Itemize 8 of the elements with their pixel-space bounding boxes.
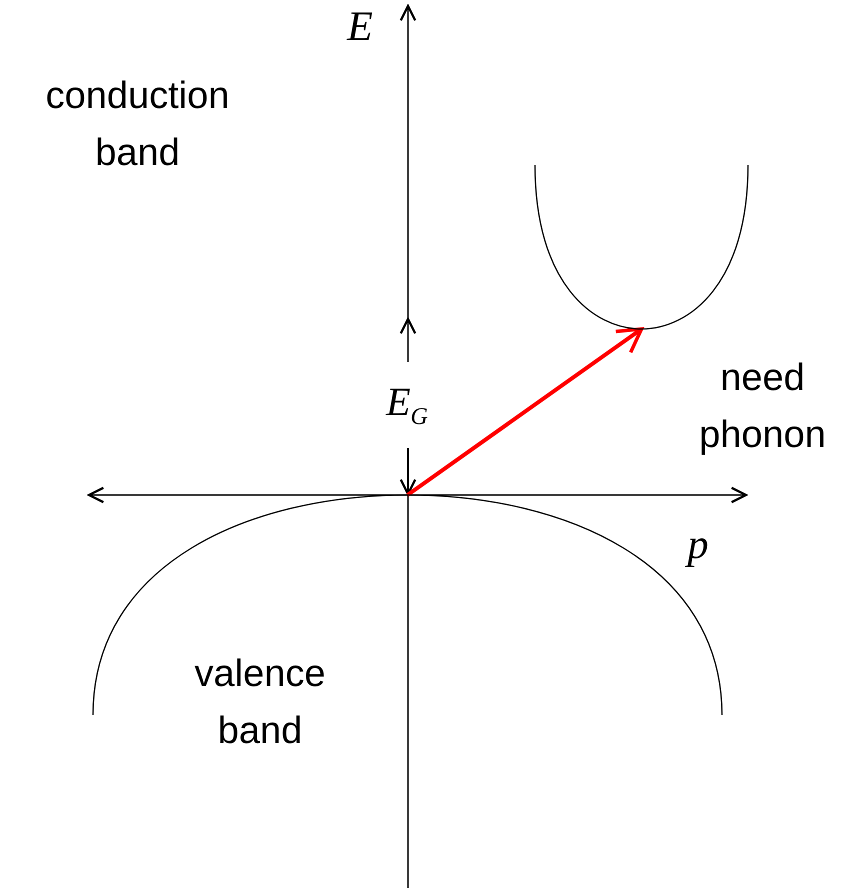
axis-label: p: [678, 520, 718, 570]
axis-label: E: [346, 3, 374, 52]
band-label: conduction band: [44, 74, 230, 176]
annotation-text: need phonon: [698, 356, 827, 458]
transition-arrow: [406, 327, 644, 497]
valence-band-curve: [91, 493, 724, 717]
conduction-band-curve: [533, 163, 750, 330]
band-label: valence band: [194, 652, 326, 754]
